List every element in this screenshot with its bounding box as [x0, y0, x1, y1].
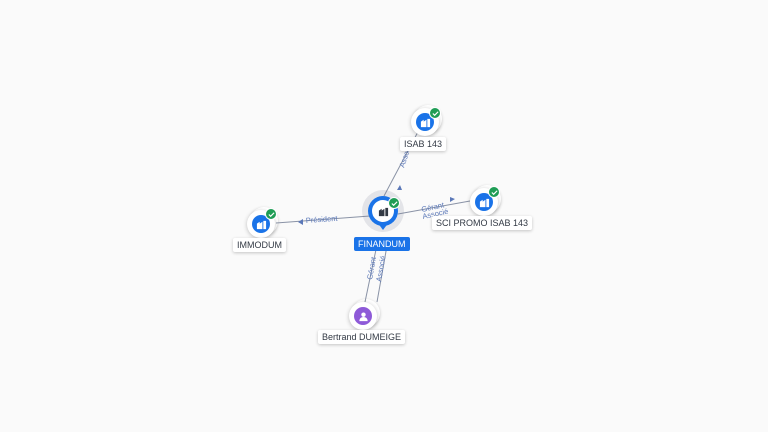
edge-label-bertrand-1: Gérant [365, 255, 378, 280]
building-icon [416, 113, 434, 131]
check-icon [388, 197, 400, 209]
edge-label-bertrand-2: Associé [374, 255, 387, 282]
node-label-sci[interactable]: SCI PROMO ISAB 143 [432, 216, 533, 230]
node-sci-circle[interactable] [470, 185, 501, 216]
person-icon [354, 307, 372, 325]
building-icon [252, 215, 270, 233]
edge-arrow-sci [450, 197, 455, 202]
check-icon [429, 107, 441, 119]
edge-arrow-isab [397, 185, 402, 190]
node-label-immodum[interactable]: IMMODUM [233, 238, 286, 252]
edge-label-immodum: Président [306, 214, 339, 225]
building-icon [475, 193, 493, 211]
check-icon [488, 186, 500, 198]
node-label-finandum[interactable]: FINANDUM [354, 237, 410, 251]
node-bertrand-circle[interactable] [349, 299, 380, 330]
node-label-isab[interactable]: ISAB 143 [400, 137, 447, 151]
node-label-bertrand[interactable]: Bertrand DUMEIGE [318, 330, 406, 344]
edge-arrow-immodum [298, 219, 303, 225]
edge-immodum: Président [275, 214, 371, 225]
check-icon [265, 208, 277, 220]
